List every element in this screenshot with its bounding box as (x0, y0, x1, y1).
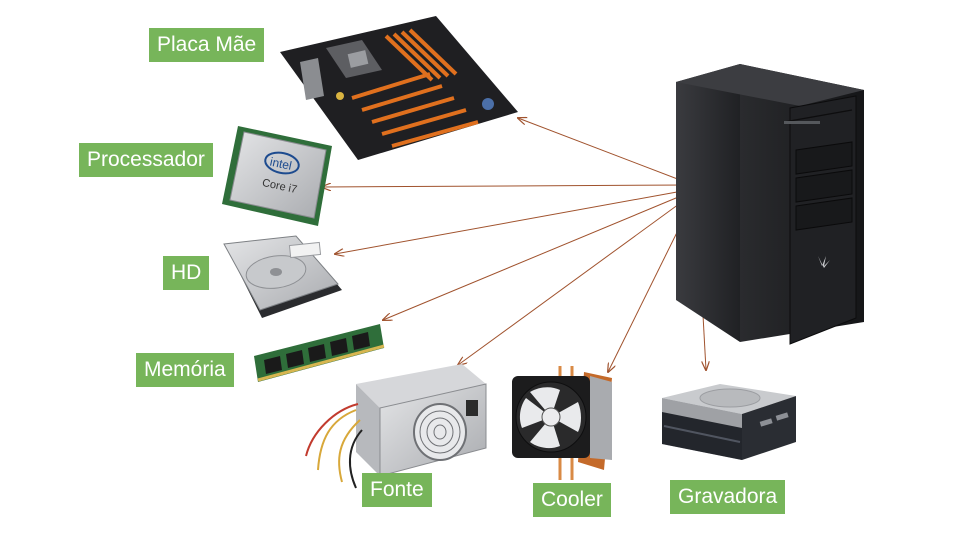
label-cooler: Cooler (533, 483, 611, 517)
arrow-to-power-supply (458, 195, 691, 365)
label-placa-mae: Placa Mãe (149, 28, 265, 62)
hard-drive-image (223, 235, 342, 318)
label-processador: Processador (79, 143, 213, 177)
processor-chip-brand-text: intel (269, 155, 293, 173)
label-fonte: Fonte (362, 473, 432, 507)
arrow-to-memory (383, 192, 689, 320)
pc-case-image (676, 64, 864, 345)
processor-image: intel Core i7 (222, 126, 332, 226)
label-gravadora: Gravadora (670, 480, 786, 514)
cpu-cooler-image (512, 366, 612, 480)
optical-drive-image (662, 384, 796, 460)
power-supply-image (305, 364, 487, 489)
label-hd: HD (163, 256, 210, 290)
memory-module-image (254, 324, 385, 382)
arrow-to-motherboard (518, 118, 689, 184)
label-memoria: Memória (136, 353, 234, 387)
motherboard-image (280, 16, 518, 160)
arrow-to-hard-drive (335, 189, 689, 254)
arrow-to-processor (322, 185, 689, 187)
